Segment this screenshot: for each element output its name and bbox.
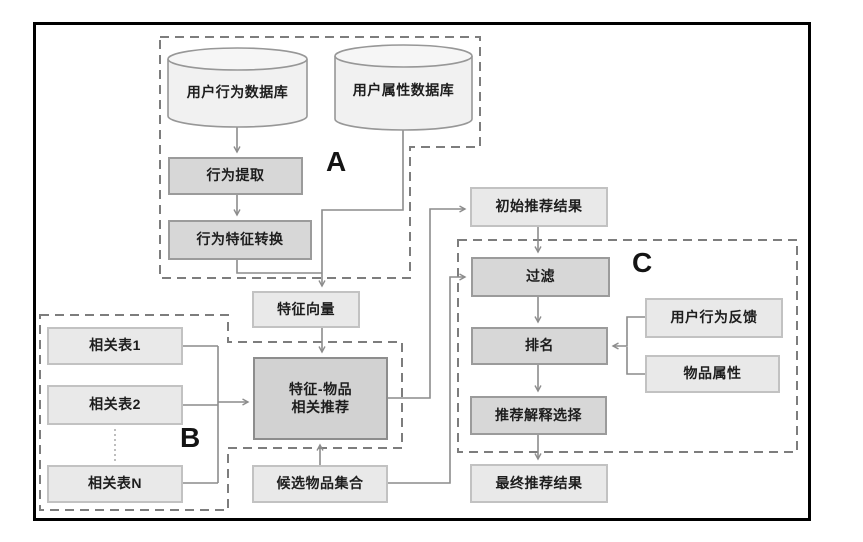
user-behavior-feedback-box: 用户行为反馈 — [645, 298, 783, 338]
ranking-box: 排名 — [471, 327, 608, 365]
edge-feedback-ranking — [613, 316, 645, 346]
behavior-feature-convert-box: 行为特征转换 — [168, 220, 312, 260]
initial-rec-result-box: 初始推荐结果 — [470, 187, 608, 227]
feature-item-rec-line2: 相关推荐 — [291, 398, 350, 415]
item-attribute-box: 物品属性 — [645, 355, 780, 393]
user-behavior-db-cylinder-icon — [167, 47, 308, 128]
section-a-label: A — [326, 146, 347, 177]
connector-lines — [114, 127, 645, 484]
section-a-outline — [159, 36, 481, 279]
user-attribute-db: 用户属性数据库 — [352, 82, 455, 98]
section-c-label: C — [632, 247, 653, 278]
feature-vector-box: 特征向量 — [252, 291, 360, 328]
edge-attrdb-featurevector — [322, 130, 404, 286]
filter-box: 过滤 — [471, 257, 610, 297]
edge-convert-junction — [236, 260, 322, 274]
related-table-n-box: 相关表N — [47, 465, 183, 503]
section-b-outline — [39, 314, 403, 511]
feature-item-rec-box: 特征-物品 相关推荐 — [253, 357, 388, 440]
user-behavior-db: 用户行为数据库 — [186, 84, 289, 100]
final-rec-result-box: 最终推荐结果 — [470, 464, 608, 503]
section-c-outline — [457, 239, 798, 453]
feature-item-rec-line1: 特征-物品 — [288, 381, 353, 397]
section-b-label: B — [180, 422, 201, 453]
related-table-2-box: 相关表2 — [47, 385, 183, 425]
user-attribute-db-cylinder-icon — [334, 44, 473, 131]
db-cylinders — [167, 44, 473, 131]
section-outlines — [39, 36, 798, 511]
rec-explanation-select-box: 推荐解释选择 — [470, 396, 607, 435]
edge-itemattr-ranking — [626, 347, 645, 375]
candidate-item-set-box: 候选物品集合 — [252, 465, 388, 503]
behavior-extract-box: 行为提取 — [168, 157, 303, 195]
edge-candidate-filter — [388, 277, 465, 484]
edge-featureitem-initial — [388, 209, 465, 399]
related-table-1-box: 相关表1 — [47, 327, 183, 365]
